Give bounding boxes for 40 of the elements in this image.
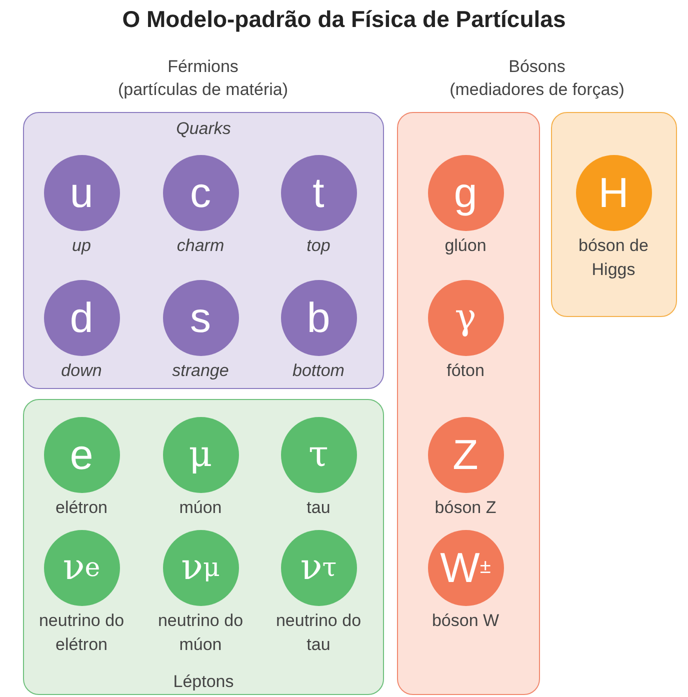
particle-circle: W$^{±}$ [428, 530, 504, 606]
particle-circle: t [280, 154, 356, 230]
particle-circle: e [44, 416, 120, 492]
particle-circle: γ [428, 280, 504, 356]
group-panel [397, 112, 540, 695]
group-heading: Férmions (partículas de matéria) [116, 56, 290, 101]
particle-name: bóson de Higgs [578, 234, 650, 280]
particle-circle: d [44, 280, 120, 356]
particle-name: down [60, 360, 103, 382]
particle-circle: H [576, 154, 652, 230]
panel-heading: Léptons [172, 672, 235, 692]
particle-circle: g [428, 154, 504, 230]
particle-name: bottom [292, 360, 346, 382]
particle-name: bóson W [430, 610, 500, 632]
particle-name: tau [306, 496, 332, 518]
particle-name: up [71, 234, 92, 256]
particle-name: glúon [444, 234, 488, 256]
particle-name: neutrino do tau [274, 610, 362, 656]
panel-heading: Quarks [175, 119, 232, 139]
particle-name: neutrino do elétron [38, 610, 126, 656]
particle-circle: τ [280, 416, 356, 492]
group-panel [23, 399, 384, 695]
particle-name: fóton [446, 360, 486, 382]
particle-name: bóson Z [434, 496, 498, 518]
diagram-title: O Modelo-padrão da Física de Partículas [121, 6, 567, 33]
particle-circle: u [44, 154, 120, 230]
particle-name: charm [176, 234, 226, 256]
group-panel [23, 112, 384, 389]
group-panel [551, 112, 677, 317]
particle-circle: Z [428, 416, 504, 492]
particle-circle: c [162, 154, 238, 230]
particle-circle: b [280, 280, 356, 356]
particle-name: strange [171, 360, 230, 382]
particle-name: elétron [54, 496, 108, 518]
particle-circle: s [162, 280, 238, 356]
group-heading: Bósons (mediadores de forças) [448, 56, 626, 101]
particle-name: neutrino do múon [156, 610, 244, 656]
particle-name: top [306, 234, 332, 256]
particle-name: múon [178, 496, 223, 518]
particle-circle: μ [162, 416, 238, 492]
